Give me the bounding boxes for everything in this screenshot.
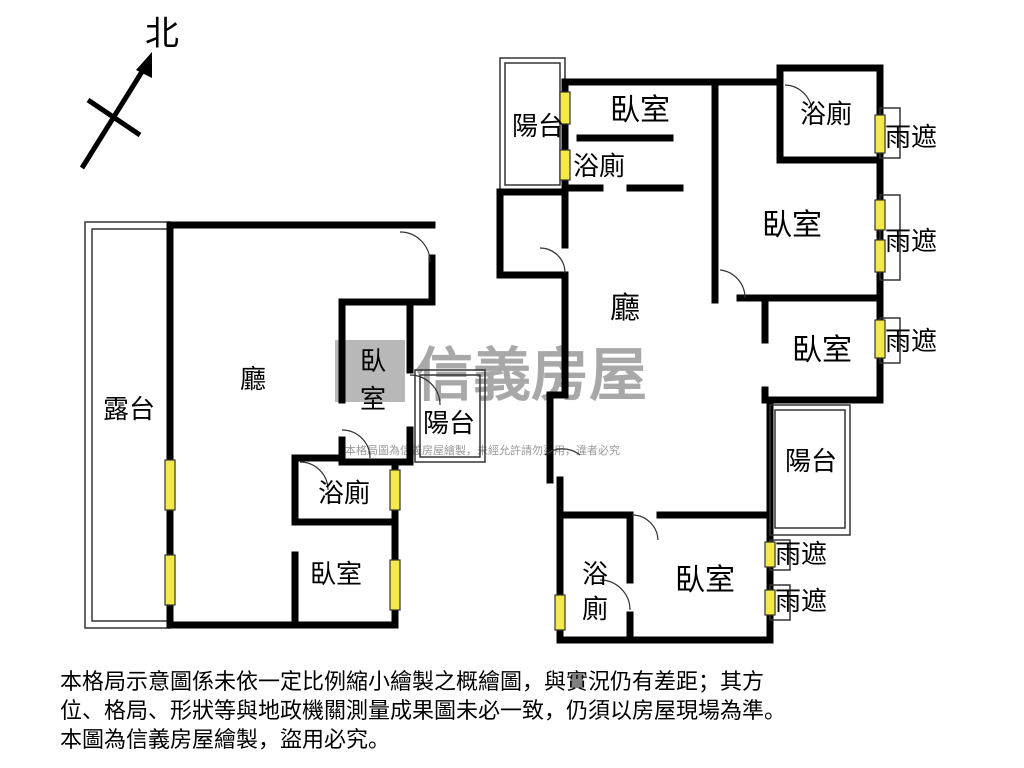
room-label-bedroom-right-1: 臥室 [762,208,822,243]
watermark-logo-icon [335,340,405,402]
rain-shelter-label: 雨遮 [775,587,827,617]
rain-shelter-label: 雨遮 [885,123,937,153]
room-label-bathroom: 浴廁 [318,479,370,509]
room-label-balcony: 陽台 [423,409,475,439]
north-label: 北 [145,14,179,54]
north-compass-icon: 北 [79,14,179,170]
watermark: 信義房屋 本格局圖為信義房屋繪製，未經允許請勿盜用，違者必究 [335,340,647,457]
right-unit: 陽台 臥室 浴廁 浴廁 臥室 臥室 廳 陽台 浴 廁 臥室 雨遮 雨遮 雨遮 雨… [496,57,937,644]
room-label-bathroom-bottom-top: 浴 [582,560,608,590]
room-label-bathroom-bottom-bottom: 廁 [582,595,608,625]
rain-shelter-label: 雨遮 [885,227,937,257]
room-label-bedroom: 臥室 [310,560,362,590]
room-label-living: 廳 [240,365,266,395]
left-unit: 露台 廳 臥 室 陽台 浴廁 臥室 [84,221,486,629]
rain-shelter-label: 雨遮 [775,540,827,570]
room-label-balcony-right: 陽台 [785,447,837,477]
room-label-bedroom-right-2: 臥室 [792,333,852,368]
room-label-living: 廳 [610,291,640,326]
disclaimer-text: 本格局示意圖係未依一定比例縮小繪製之概繪圖，與實況仍有差距；其方 位、格局、形狀… [60,670,787,753]
room-label-balcony-top: 陽台 [512,112,564,142]
room-label-bedroom-top: 臥室 [610,93,670,128]
rain-shelter-label: 雨遮 [885,327,937,357]
room-label-bathroom-top: 浴廁 [573,152,625,182]
room-label-bathroom-right: 浴廁 [800,100,852,130]
room-label-bedroom-small-bottom: 室 [360,385,386,415]
room-label-bedroom-small-top: 臥 [360,347,386,377]
room-label-terrace: 露台 [103,395,155,425]
room-label-bedroom-bottom: 臥室 [675,563,735,598]
watermark-notice: 本格局圖為信義房屋繪製，未經允許請勿盜用，違者必究 [345,443,620,457]
